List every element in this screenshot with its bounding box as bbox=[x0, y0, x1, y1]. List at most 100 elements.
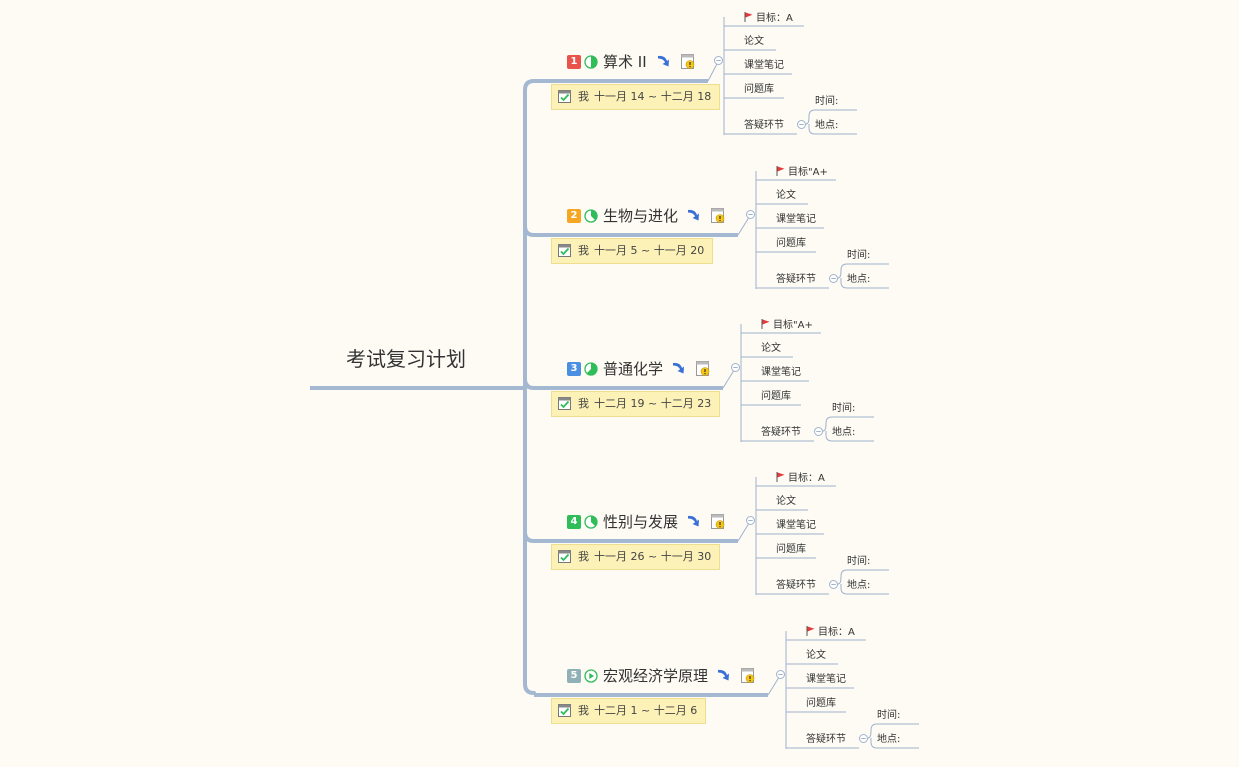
note-warning-icon[interactable] bbox=[681, 54, 695, 69]
note-warning-icon[interactable] bbox=[741, 668, 755, 683]
qa-place[interactable]: 地点: bbox=[847, 274, 871, 285]
red-flag-icon bbox=[806, 626, 815, 636]
subtopic-paper-label: 论文 bbox=[776, 496, 796, 507]
subtopic-paper[interactable]: 论文 bbox=[761, 343, 781, 355]
qa-time[interactable]: 时间: bbox=[815, 96, 839, 107]
subtopic-question-bank[interactable]: 问题库 bbox=[806, 698, 836, 710]
subtopic-class-notes[interactable]: 课堂笔记 bbox=[776, 214, 816, 226]
subtopic-question-bank[interactable]: 问题库 bbox=[776, 238, 806, 250]
subtopic-class-notes-label: 课堂笔记 bbox=[776, 214, 816, 225]
redo-arrow-icon bbox=[688, 515, 699, 527]
subtopic-class-notes[interactable]: 课堂笔记 bbox=[776, 520, 816, 532]
qa-time[interactable]: 时间: bbox=[832, 403, 856, 414]
collapse-icon[interactable] bbox=[714, 56, 723, 65]
note-warning-icon[interactable] bbox=[711, 208, 725, 223]
subtopic-qa-session[interactable]: 答疑环节 bbox=[761, 427, 801, 439]
topic-title[interactable]: 宏观经济学原理 bbox=[603, 667, 709, 685]
qa-connector-place bbox=[840, 278, 889, 289]
subtopic-goal-label: 目标"A+ bbox=[788, 167, 828, 178]
subtopic-paper[interactable]: 论文 bbox=[744, 36, 764, 48]
note-warning-icon[interactable] bbox=[696, 361, 710, 376]
subtopic-goal-label: 目标：A bbox=[818, 627, 855, 638]
task-info-box[interactable]: 我十一月 26 ~ 十一月 30 bbox=[551, 544, 721, 570]
subtopic-goal[interactable]: 目标：A bbox=[806, 626, 855, 639]
task-assignee: 我 bbox=[578, 550, 589, 563]
subtopic-paper[interactable]: 论文 bbox=[806, 650, 826, 662]
task-info-box[interactable]: 我十一月 14 ~ 十二月 18 bbox=[551, 84, 721, 110]
task-date-range: 十一月 26 ~ 十一月 30 bbox=[594, 550, 712, 563]
priority-badge: 5 bbox=[567, 669, 581, 683]
collapse-icon[interactable] bbox=[731, 363, 740, 372]
qa-connector-time bbox=[867, 723, 919, 739]
subtopic-paper[interactable]: 论文 bbox=[776, 496, 796, 508]
task-date-range: 十二月 19 ~ 十二月 23 bbox=[594, 397, 712, 410]
subtopic-qa-session[interactable]: 答疑环节 bbox=[806, 734, 846, 746]
subtopic-goal[interactable]: 目标"A+ bbox=[776, 166, 828, 179]
subtopic-qa-session[interactable]: 答疑环节 bbox=[744, 120, 784, 132]
redo-arrow-icon bbox=[658, 55, 669, 67]
collapse-icon[interactable] bbox=[814, 427, 823, 436]
topic-title[interactable]: 生物与进化 bbox=[603, 207, 679, 225]
qa-time[interactable]: 时间: bbox=[877, 710, 901, 721]
subtopic-qa-session[interactable]: 答疑环节 bbox=[776, 274, 816, 286]
task-info-box[interactable]: 我十一月 5 ~ 十一月 20 bbox=[551, 238, 714, 264]
subtopic-qa-session-label: 答疑环节 bbox=[744, 120, 784, 131]
subtopic-question-bank[interactable]: 问题库 bbox=[776, 544, 806, 556]
subtopic-class-notes[interactable]: 课堂笔记 bbox=[761, 367, 801, 379]
topic-title[interactable]: 普通化学 bbox=[603, 360, 664, 378]
subtopic-question-bank[interactable]: 问题库 bbox=[744, 84, 774, 96]
subtopic-goal[interactable]: 目标：A bbox=[776, 472, 825, 485]
collapse-icon[interactable] bbox=[797, 120, 806, 129]
qa-place[interactable]: 地点: bbox=[832, 427, 856, 438]
subtopic-goal[interactable]: 目标：A bbox=[744, 12, 793, 25]
qa-place[interactable]: 地点: bbox=[877, 734, 901, 745]
trunk-line bbox=[516, 79, 536, 695]
subtopic-paper[interactable]: 论文 bbox=[776, 190, 796, 202]
progress-icon bbox=[584, 55, 598, 69]
subtopic-qa-session-label: 答疑环节 bbox=[806, 734, 846, 745]
subtopic-question-bank-label: 问题库 bbox=[806, 698, 836, 709]
branch-connector bbox=[523, 531, 535, 543]
root-topic-title[interactable]: 考试复习计划 bbox=[346, 347, 466, 371]
subtopic-class-notes-label: 课堂笔记 bbox=[806, 674, 846, 685]
qa-connector-time bbox=[805, 109, 857, 125]
subtopic-qa-session-label: 答疑环节 bbox=[761, 427, 801, 438]
task-date-range: 十二月 1 ~ 十二月 6 bbox=[594, 704, 698, 717]
task-assignee: 我 bbox=[578, 397, 589, 410]
priority-badge: 4 bbox=[567, 515, 581, 529]
subtopic-qa-session-label: 答疑环节 bbox=[776, 580, 816, 591]
collapse-icon[interactable] bbox=[746, 210, 755, 219]
task-date-range: 十一月 5 ~ 十一月 20 bbox=[594, 244, 705, 257]
task-info-box[interactable]: 我十二月 1 ~ 十二月 6 bbox=[551, 698, 707, 724]
topic-title[interactable]: 算术 II bbox=[603, 53, 647, 71]
subtopic-goal-label: 目标：A bbox=[756, 13, 793, 24]
collapse-icon[interactable] bbox=[829, 580, 838, 589]
redo-arrow-icon bbox=[718, 669, 729, 681]
subtopic-goal[interactable]: 目标"A+ bbox=[761, 319, 813, 332]
qa-time[interactable]: 时间: bbox=[847, 250, 871, 261]
note-warning-icon[interactable] bbox=[711, 514, 725, 529]
topic-title[interactable]: 性别与发展 bbox=[603, 513, 679, 531]
qa-place[interactable]: 地点: bbox=[815, 120, 839, 131]
qa-connector-place bbox=[870, 738, 919, 749]
subtopic-question-bank-label: 问题库 bbox=[776, 544, 806, 555]
subtopic-class-notes[interactable]: 课堂笔记 bbox=[806, 674, 846, 686]
subtopic-qa-session-label: 答疑环节 bbox=[776, 274, 816, 285]
qa-time[interactable]: 时间: bbox=[847, 556, 871, 567]
subtopic-question-bank[interactable]: 问题库 bbox=[761, 391, 791, 403]
red-flag-icon bbox=[761, 319, 770, 329]
collapse-icon[interactable] bbox=[829, 274, 838, 283]
collapse-icon[interactable] bbox=[746, 516, 755, 525]
collapse-icon[interactable] bbox=[776, 670, 785, 679]
qa-connector-place bbox=[840, 584, 889, 595]
subtopic-class-notes[interactable]: 课堂笔记 bbox=[744, 60, 784, 72]
collapse-icon[interactable] bbox=[859, 734, 868, 743]
subtopic-qa-session[interactable]: 答疑环节 bbox=[776, 580, 816, 592]
qa-place[interactable]: 地点: bbox=[847, 580, 871, 591]
redo-arrow-icon bbox=[688, 209, 699, 221]
priority-badge: 1 bbox=[567, 55, 581, 69]
task-info-box[interactable]: 我十二月 19 ~ 十二月 23 bbox=[551, 391, 721, 417]
red-flag-icon bbox=[776, 166, 785, 176]
task-checkbox-icon bbox=[558, 244, 571, 257]
